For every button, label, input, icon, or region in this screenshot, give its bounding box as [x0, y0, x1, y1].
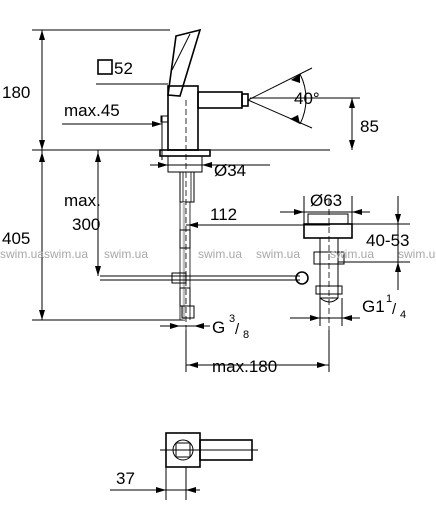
- label-g38-main: G: [212, 318, 225, 337]
- height-85-dimension: [250, 97, 360, 150]
- label-g38-num: 3: [229, 313, 235, 325]
- watermarks: swim.ua swim.ua swim.ua swim.ua swim.ua …: [0, 247, 436, 261]
- range-dimension: [338, 196, 410, 290]
- watermark: swim.ua: [198, 247, 242, 261]
- watermark: swim.ua: [330, 247, 374, 261]
- watermark: swim.ua: [0, 247, 44, 261]
- max300-dimension: [95, 150, 101, 276]
- label-g114-den: 4: [400, 309, 406, 321]
- label-angle: 40°: [294, 89, 320, 108]
- label-37: 37: [116, 469, 135, 488]
- top-view: [110, 432, 258, 500]
- watermark: swim.ua: [256, 247, 300, 261]
- label-max300-line2: 300: [72, 215, 100, 234]
- watermark: swim.ua: [104, 247, 148, 261]
- label-range: 40-53: [366, 231, 409, 250]
- label-g38-den: 8: [243, 329, 249, 341]
- label-g114-slash: /: [392, 301, 397, 318]
- waste-valve: [100, 200, 353, 370]
- label-square: 52: [114, 59, 133, 78]
- dia34-dimension: [150, 162, 270, 168]
- watermark: swim.ua: [44, 247, 88, 261]
- label-112: 112: [210, 205, 237, 224]
- dimension-labels: 180 52 max.45 40° 85 Ø34 max. 300 405 11…: [2, 59, 409, 488]
- dia63-dimension: [280, 196, 370, 224]
- label-max180: max.180: [212, 357, 277, 376]
- label-g38-slash: /: [235, 321, 240, 338]
- max45-dimension: [62, 116, 163, 160]
- label-180: 180: [2, 83, 30, 102]
- faucet-body: [159, 28, 249, 330]
- dim-112: [186, 222, 330, 228]
- label-dia34: Ø34: [214, 161, 246, 180]
- watermark: swim.ua: [398, 247, 436, 261]
- label-dia63: Ø63: [310, 191, 342, 210]
- g114-dimension: [290, 298, 360, 326]
- square-dimension: [96, 59, 168, 85]
- g38-dimension: [160, 323, 210, 329]
- label-max300-line1: max.: [64, 191, 101, 210]
- label-max45: max.45: [64, 101, 120, 120]
- max180-dimension: [185, 330, 330, 372]
- angle-indicator: [247, 67, 313, 129]
- label-g114-main: G1: [362, 297, 385, 316]
- label-85: 85: [360, 117, 379, 136]
- label-g114-num: 1: [386, 293, 392, 305]
- label-405: 405: [2, 229, 30, 248]
- left-dimension-lines: [32, 29, 330, 321]
